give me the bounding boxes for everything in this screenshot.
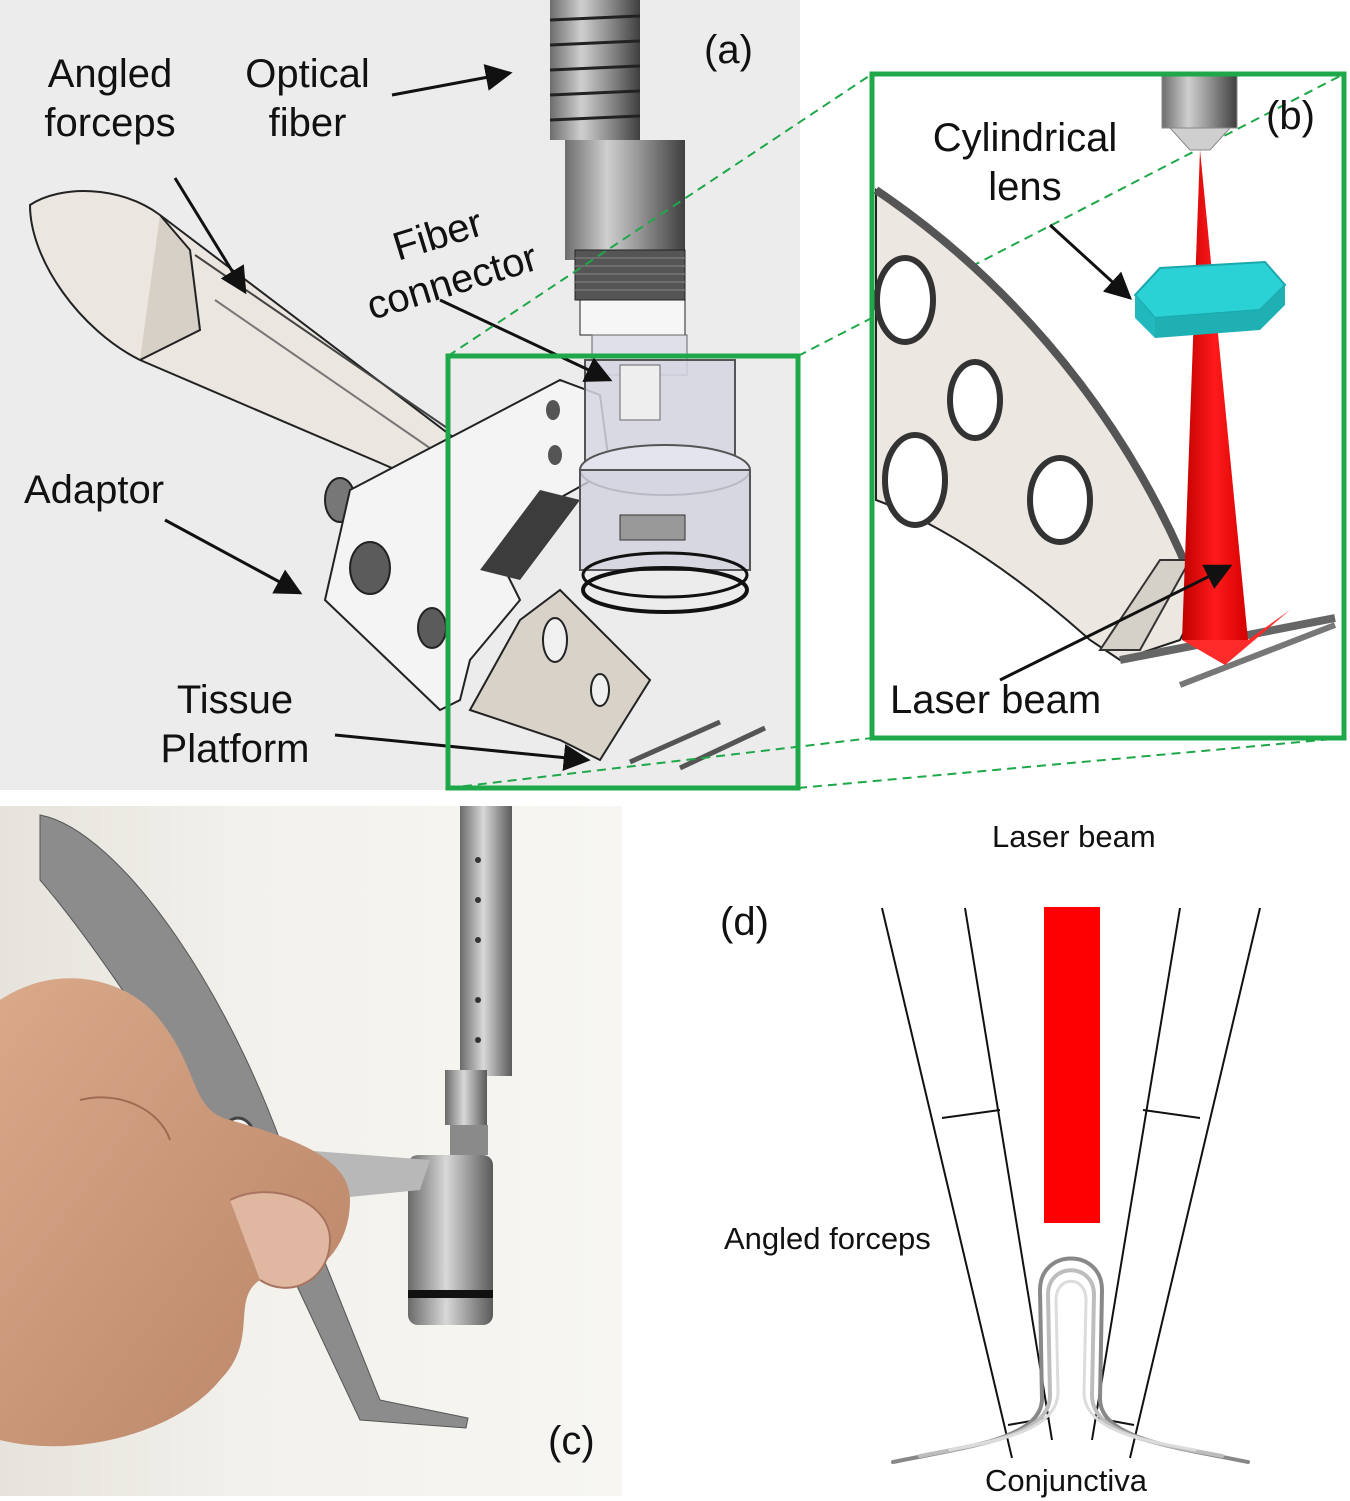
label-optical-fiber: Optical fiber <box>245 52 370 145</box>
cylindrical-lens-shape <box>1133 260 1287 338</box>
arrow-optical-fiber <box>391 64 513 97</box>
zoom-connector-top-right <box>797 73 1345 357</box>
panel-b-tag: (b) <box>1266 94 1315 138</box>
schematic-forceps-left <box>881 907 1053 1459</box>
label-conjunctiva: Conjunctiva <box>985 1463 1147 1498</box>
tissue-platform-model <box>468 588 767 771</box>
forceps-3d-model <box>28 190 472 523</box>
optical-fiber-model <box>549 0 686 336</box>
label-laser-beam-d: Laser beam <box>992 819 1156 854</box>
zoomed-fiber-tip <box>1161 75 1238 151</box>
arrow-cylindrical-lens <box>1048 223 1132 300</box>
label-adaptor: Adaptor <box>24 468 165 512</box>
label-laser-beam-b: Laser beam <box>890 678 1102 722</box>
label-cylindrical-lens: Cylindrical lens <box>932 116 1118 209</box>
panel-c-tag: (c) <box>548 1419 595 1463</box>
schematic-laser-beam <box>1044 907 1100 1223</box>
zoom-connector-top-left <box>447 73 873 357</box>
panel-a-tag: (a) <box>704 28 753 72</box>
label-angled-forceps: Angled forceps <box>44 52 176 145</box>
zoomed-forceps-plate <box>873 186 1337 688</box>
arrow-fiber-connector <box>439 298 613 382</box>
arrow-tissue-platform <box>334 733 591 772</box>
zoom-box-large <box>869 71 1347 741</box>
schematic-conjunctiva <box>891 1256 1250 1464</box>
label-tissue-platform: Tissue Platform <box>160 678 310 771</box>
photo-device <box>300 806 512 1325</box>
arrow-angled-forceps <box>173 177 247 295</box>
label-angled-forceps-d: Angled forceps <box>724 1221 931 1256</box>
photo-hand <box>0 978 350 1447</box>
zoom-box-small <box>445 353 801 791</box>
zoom-connector-bottom-left <box>447 737 873 789</box>
schematic-forceps-right <box>1091 907 1261 1459</box>
arrow-laser-beam <box>999 564 1233 682</box>
zoom-connector-bottom-right <box>797 737 1345 789</box>
fiber-connector-model <box>579 334 751 614</box>
arrow-adaptor <box>164 518 303 595</box>
panel-d-tag: (d) <box>720 900 769 944</box>
laser-beam-cone <box>1182 150 1248 640</box>
laser-beam-line <box>1182 610 1290 665</box>
